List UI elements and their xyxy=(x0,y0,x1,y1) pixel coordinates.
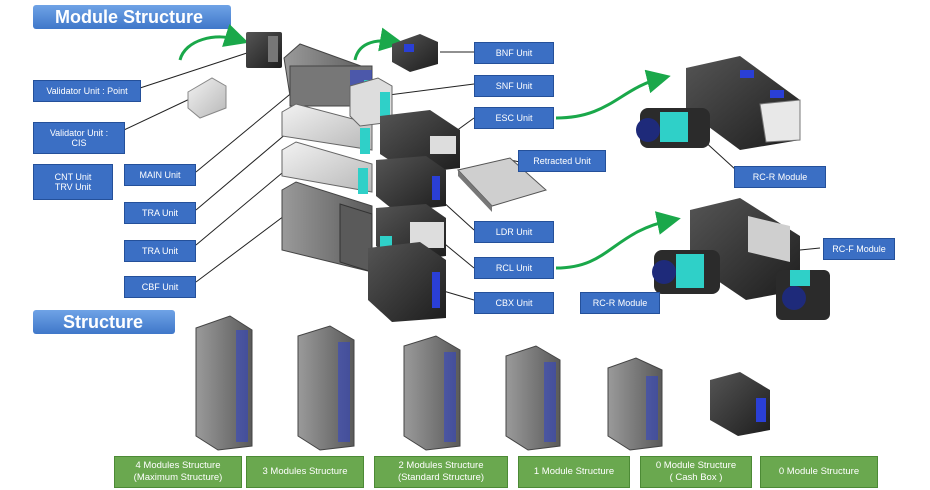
validator-cis-label: Validator Unit : CIS xyxy=(33,122,125,154)
validator-point-label: Validator Unit : Point xyxy=(33,80,141,102)
structure-label-4-modules: 4 Modules Structure (Maximum Structure) xyxy=(114,456,242,488)
green-arrows xyxy=(178,24,681,270)
esc-device xyxy=(380,110,460,174)
structure-3-modules xyxy=(297,325,355,451)
esc-unit-label: ESC Unit xyxy=(474,107,554,129)
cbf-unit-label: CBF Unit xyxy=(124,276,196,298)
ldr-unit-label: LDR Unit xyxy=(474,221,554,243)
rcl-unit-label: RCL Unit xyxy=(474,257,554,279)
structure-label-1-module: 1 Module Structure xyxy=(518,456,630,488)
structure-2-modules xyxy=(403,335,461,451)
retracted-device xyxy=(457,157,548,212)
validator-cis-device xyxy=(187,77,227,119)
structure-1-module xyxy=(505,345,561,451)
tra-unit-label-1: TRA Unit xyxy=(124,202,196,224)
rcr-module-label-2: RC-R Module xyxy=(580,292,660,314)
structure-label-0-module-cashbox: 0 Module Structure ( Cash Box ) xyxy=(640,456,752,488)
esc-exploded xyxy=(636,56,801,150)
main-tower xyxy=(281,43,374,273)
snf-unit-label: SNF Unit xyxy=(474,75,554,97)
structure-4-modules xyxy=(195,315,253,451)
cbx-device xyxy=(368,242,446,322)
rcf-module-label: RC-F Module xyxy=(823,238,895,260)
bnf-unit-label: BNF Unit xyxy=(474,42,554,64)
structure-0-module xyxy=(710,372,770,436)
module-structure-heading: Module Structure xyxy=(33,5,231,29)
ldr-device xyxy=(376,156,446,212)
main-unit-label: MAIN Unit xyxy=(124,164,196,186)
validator-point-device xyxy=(246,32,282,68)
structure-0-module-cashbox xyxy=(607,357,663,451)
rcl-exploded xyxy=(652,198,830,320)
cnt-trv-label: CNT Unit TRV Unit xyxy=(33,164,113,200)
cbx-unit-label: CBX Unit xyxy=(474,292,554,314)
rcr-module-label-1: RC-R Module xyxy=(734,166,826,188)
structure-label-3-modules: 3 Modules Structure xyxy=(246,456,364,488)
structure-heading: Structure xyxy=(33,310,175,334)
tra-unit-label-2: TRA Unit xyxy=(124,240,196,262)
bnf-device xyxy=(392,34,438,72)
structure-label-0-module: 0 Module Structure xyxy=(760,456,878,488)
structure-label-2-modules: 2 Modules Structure (Standard Structure) xyxy=(374,456,508,488)
retracted-unit-label: Retracted Unit xyxy=(518,150,606,172)
